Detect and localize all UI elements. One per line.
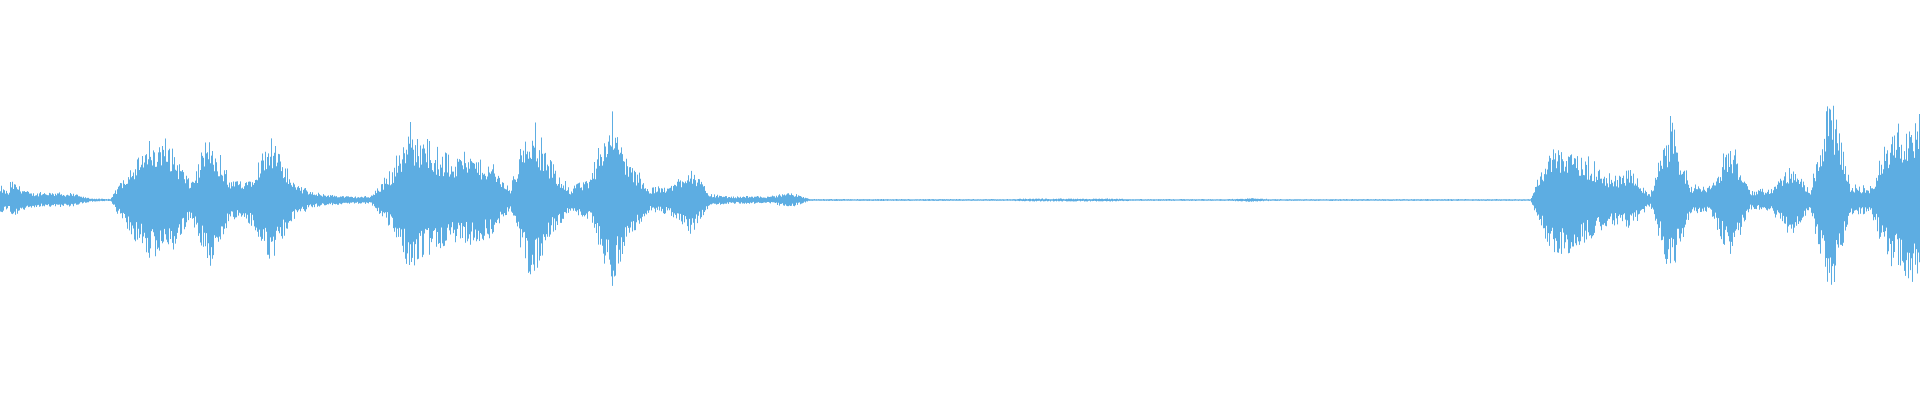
waveform [0, 105, 1920, 286]
